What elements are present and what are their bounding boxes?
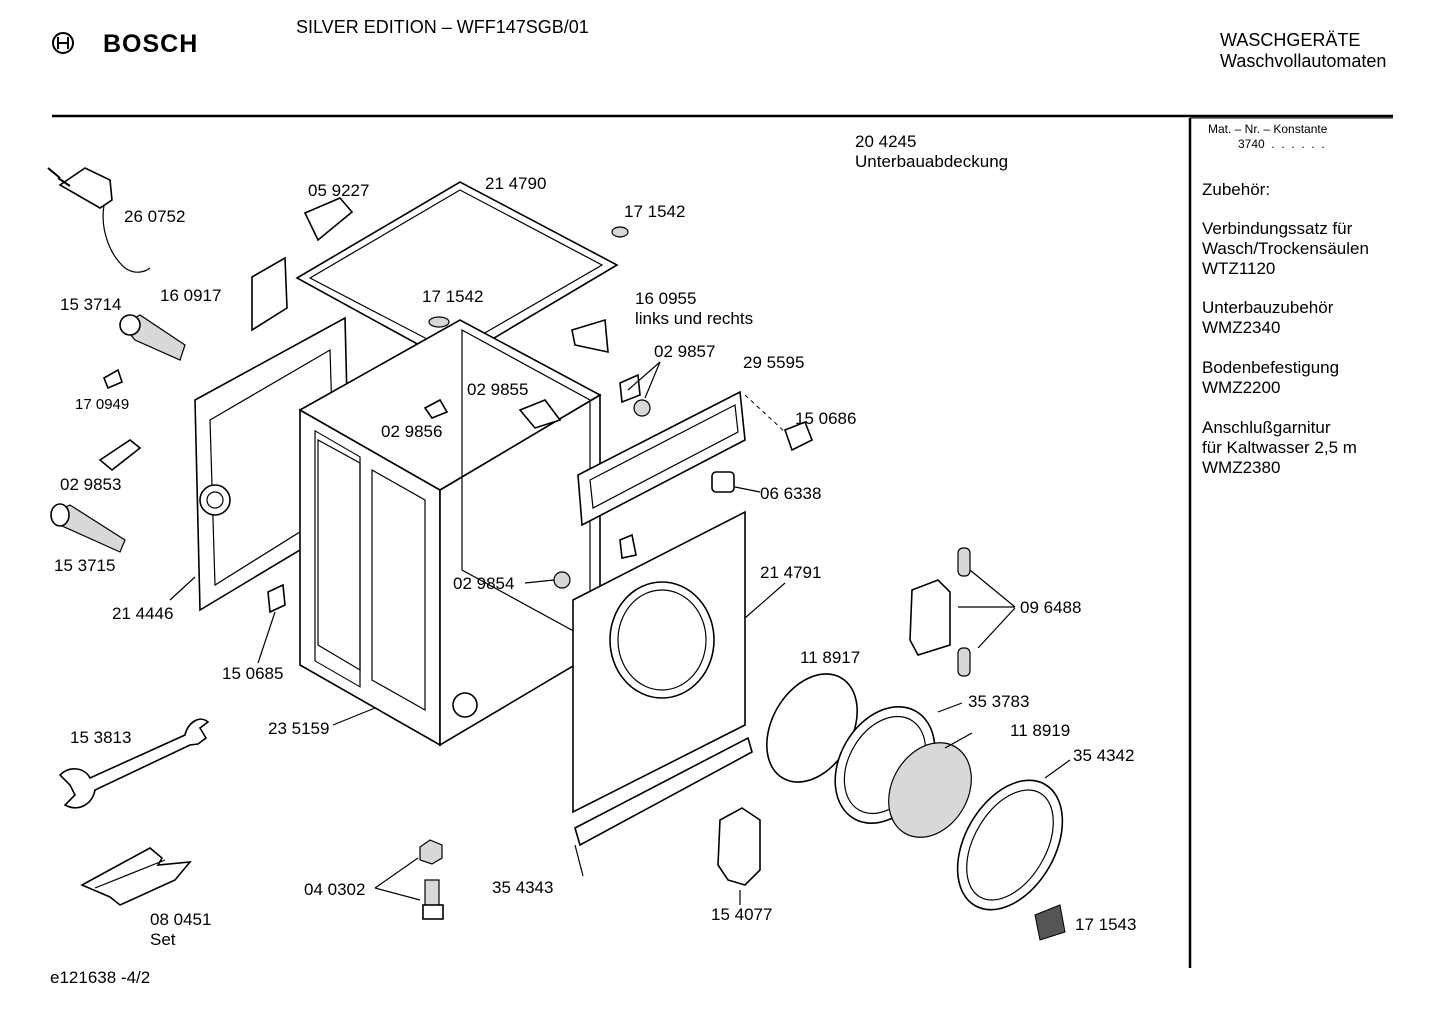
part-label-171543: 17 1543 [1075,915,1137,934]
part-label-214790: 21 4790 [485,174,547,193]
accessory-line: Anschlußgarnitur [1202,418,1331,437]
part-label-029854: 02 9854 [453,574,515,593]
accessory-item: Bodenbefestigung WMZ2200 [1202,358,1339,398]
accessory-item: Unterbauzubehör WMZ2340 [1202,298,1333,338]
switch-cover-icon [711,471,735,493]
part-label-235159: 23 5159 [268,719,330,738]
hex-nut-icon [419,839,443,865]
accessory-code: WMZ2340 [1202,318,1281,337]
part-label-204245: 20 4245 Unterbauabdeckung [855,132,1008,172]
accessory-line: Verbindungssatz für [1202,219,1353,238]
mat-nr-value: 3740 . . . . . . [1238,137,1325,151]
part-label-029857: 02 9857 [654,342,716,361]
accessory-code: WMZ2200 [1202,378,1281,397]
accessory-line: für Kaltwasser 2,5 m [1202,438,1357,457]
bolt-icon [553,571,571,589]
part-label-153715: 15 3715 [54,556,116,575]
accessory-line: Wasch/Trockensäulen [1202,239,1369,258]
part-label-118917: 11 8917 [800,648,861,667]
part-description: Set [150,930,176,949]
mat-nr-label: Mat. – Nr. – Konstante [1208,122,1328,136]
clip-icon [611,226,629,238]
accessory-line: Bodenbefestigung [1202,358,1340,377]
clip-icon-2 [423,398,449,419]
part-label-354342: 35 4342 [1073,746,1135,765]
part-label-029853: 02 9853 [60,475,122,494]
wrench-icon [58,718,210,809]
bracket-icon-2 [783,420,814,452]
tool-set-icon [80,847,192,906]
hook-plate-icon [251,256,288,332]
door-outer-ring-icon [956,779,1064,911]
part-label-153714: 15 3714 [60,295,122,314]
part-label-170949: 17 0949 [75,396,130,413]
door-lock-icon [717,807,761,886]
power-cord-icon [47,167,151,273]
pin-icon-1 [957,547,971,577]
part-label-214791: 21 4791 [760,563,822,582]
part-description: links und rechts [635,309,754,328]
bosch-logo-icon [52,32,74,54]
part-label-118919: 11 8919 [1010,721,1071,740]
brand-logo: BOSCH [103,30,199,58]
control-panel-bracket-icon [577,390,746,527]
part-label-096488: 09 6488 [1020,598,1082,617]
part-label-154077: 15 4077 [711,905,773,924]
top-lid-icon [295,181,619,364]
accessories-title: Zubehör: [1202,180,1271,199]
bracket-icon [571,318,609,354]
part-label-171542-lid: 17 1542 [422,287,484,306]
part-number: 20 4245 [855,132,917,151]
part-label-150685: 15 0685 [222,664,284,683]
accessory-item: Verbindungssatz für Wasch/Trockensäulen … [1202,219,1369,279]
front-panel-icon [572,510,746,814]
hinge-icon [909,579,951,656]
part-label-040302: 04 0302 [304,880,366,899]
inlet-valve-icon [119,314,186,361]
part-label-214446: 21 4446 [112,604,174,623]
part-description: Unterbauabdeckung [855,152,1009,171]
part-label-295595: 29 5595 [743,353,805,372]
cabinet-icon [298,319,602,747]
part-label-260752: 26 0752 [124,207,186,226]
switch-icon [267,583,286,614]
door-handle-clip-icon [1034,904,1066,941]
pin-icon-2 [957,647,971,677]
model-title: SILVER EDITION – WFF147SGB/01 [296,17,589,37]
part-number: 16 0955 [635,289,697,308]
part-label-029855: 02 9855 [467,380,529,399]
screw-icon [422,879,444,920]
door-glass-icon [888,742,972,838]
part-label-150686: 15 0686 [795,409,857,428]
plinth-icon [574,736,753,847]
nut-icon [102,368,123,390]
part-label-353783: 35 3783 [968,692,1030,711]
drawing-code: e121638 -4/2 [50,968,151,987]
accessory-item: Anschlußgarnitur für Kaltwasser 2,5 m WM… [1202,418,1357,478]
category-title: WASCHGERÄTE [1220,30,1361,50]
part-label-171542: 17 1542 [624,202,686,221]
drain-pipe-icon [50,503,126,553]
part-label-160955: 16 0955 links und rechts [635,289,753,329]
part-label-029856: 02 9856 [381,422,443,441]
part-label-066338: 06 6338 [760,484,822,503]
part-label-059227: 05 9227 [308,181,370,200]
part-number: 08 0451 [150,910,212,929]
part-label-160917: 16 0917 [160,286,222,305]
accessory-code: WTZ1120 [1202,259,1276,278]
latch-icon [98,439,142,472]
accessory-line: Unterbauzubehör [1202,298,1334,317]
part-label-354343: 35 4343 [492,878,554,897]
accessory-code: WMZ2380 [1202,458,1281,477]
category-subtitle: Waschvollautomaten [1220,51,1387,71]
part-label-080451: 08 0451 Set [150,910,211,950]
clip-icon-3 [518,399,562,429]
part-label-153813: 15 3813 [70,728,132,747]
handle-icon [303,197,354,242]
